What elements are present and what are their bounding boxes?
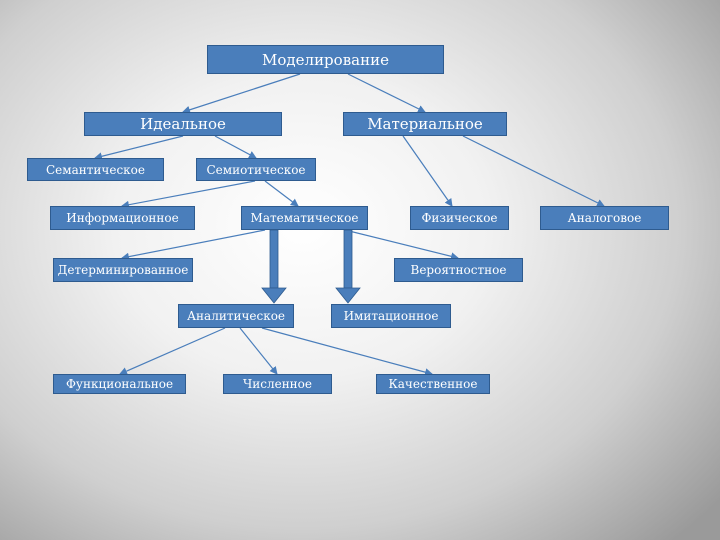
node-analog: Аналоговое bbox=[540, 206, 669, 230]
connector-semiotic-informational bbox=[121, 180, 256, 209]
node-numerical: Численное bbox=[223, 374, 332, 394]
node-simulation: Имитационное bbox=[331, 304, 451, 328]
node-functional: Функциональное bbox=[53, 374, 186, 394]
connector-mathematical-deterministic bbox=[121, 229, 266, 261]
node-semiotic: Семиотическое bbox=[196, 158, 316, 181]
connector-modeling-material bbox=[347, 73, 426, 113]
node-physical: Физическое bbox=[410, 206, 509, 230]
connector-analytical-functional bbox=[119, 327, 226, 375]
block-arrow-simulation bbox=[335, 229, 361, 304]
node-modeling: Моделирование bbox=[207, 45, 444, 74]
connector-ideal-semiotic bbox=[214, 135, 257, 159]
connector-analytical-numerical bbox=[239, 327, 278, 375]
connector-material-physical bbox=[402, 135, 453, 207]
connector-modeling-ideal bbox=[182, 73, 301, 114]
node-deterministic: Детерминированное bbox=[53, 258, 193, 282]
connector-mathematical-probabilistic bbox=[344, 229, 459, 261]
node-analytical: Аналитическое bbox=[178, 304, 294, 328]
connector-semiotic-mathematical bbox=[264, 180, 299, 207]
connector-analytical-qualitative bbox=[261, 327, 433, 377]
node-material: Материальное bbox=[343, 112, 507, 136]
node-semantic: Семантическое bbox=[27, 158, 164, 181]
block-arrow-analytical bbox=[261, 229, 287, 304]
node-probabilistic: Вероятностное bbox=[394, 258, 523, 282]
connector-ideal-semantic bbox=[94, 135, 184, 161]
node-informational: Информационное bbox=[50, 206, 195, 230]
node-qualitative: Качественное bbox=[376, 374, 490, 394]
connector-material-analog bbox=[462, 135, 605, 207]
node-ideal: Идеальное bbox=[84, 112, 282, 136]
node-mathematical: Математическое bbox=[241, 206, 368, 230]
